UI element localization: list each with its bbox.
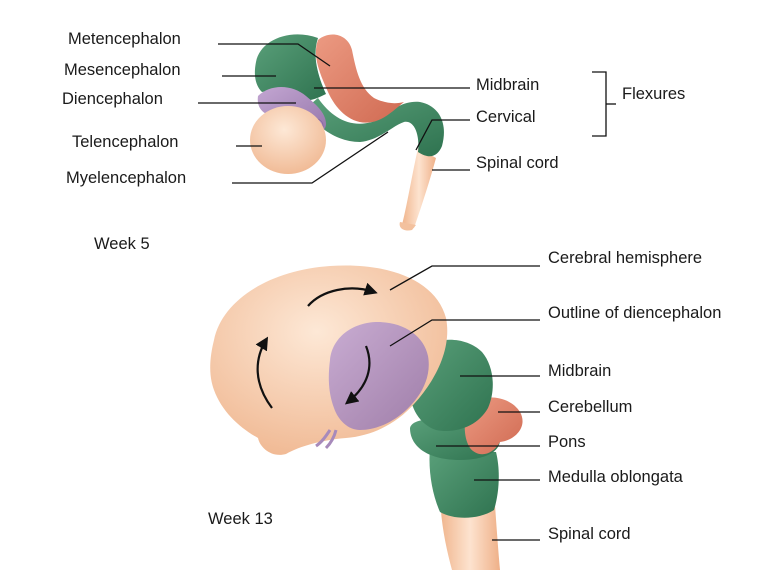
week13-medulla-oblongata <box>429 448 499 518</box>
rotation-arrow-top <box>307 282 378 307</box>
caption-week5: Week 5 <box>94 235 150 253</box>
rotation-arrow-inner <box>344 345 371 405</box>
week13-diencephalon-outline <box>328 322 429 430</box>
label-flexures: Flexures <box>622 85 686 103</box>
label-cervical-flexure: Cervical <box>476 108 536 126</box>
rotation-arrow-left <box>255 336 273 409</box>
label-week13-midbrain: Midbrain <box>548 362 612 380</box>
label-diencephalon: Diencephalon <box>62 90 163 108</box>
label-outline-diencephalon: Outline of diencephalon <box>548 304 722 322</box>
week13-fetal-brain <box>210 265 523 570</box>
week5-embryo-brain <box>250 34 444 231</box>
caption-week13: Week 13 <box>208 510 273 528</box>
week5-spinal-cord <box>402 148 436 228</box>
label-myelencephalon: Myelencephalon <box>66 169 187 187</box>
label-medulla-oblongata: Medulla oblongata <box>548 468 683 486</box>
label-midbrain-flexure: Midbrain <box>476 76 540 94</box>
label-cerebellum: Cerebellum <box>548 398 633 416</box>
week5-leader-lines <box>198 43 616 184</box>
week5-metencephalon-red <box>315 34 404 123</box>
week13-leader-lines <box>389 265 540 541</box>
week5-telencephalon <box>250 106 326 174</box>
label-metencephalon: Metencephalon <box>68 30 181 48</box>
label-week13-spinal-cord: Spinal cord <box>548 525 631 543</box>
label-week5-spinal-cord: Spinal cord <box>476 154 559 172</box>
label-telencephalon: Telencephalon <box>72 133 179 151</box>
label-pons: Pons <box>548 433 586 451</box>
label-mesencephalon: Mesencephalon <box>64 61 181 79</box>
label-cerebral-hemisphere: Cerebral hemisphere <box>548 249 703 267</box>
week5-myelencephalon <box>306 98 444 157</box>
